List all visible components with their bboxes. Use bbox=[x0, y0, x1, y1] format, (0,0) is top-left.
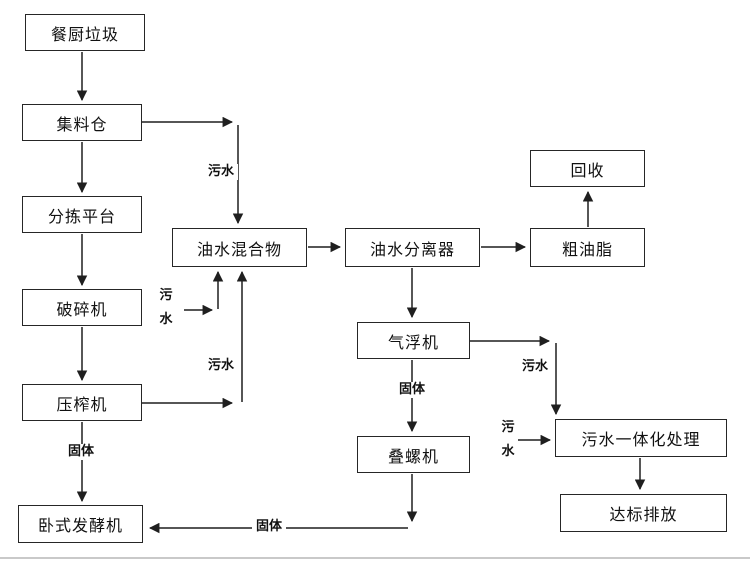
node-discharge: 达标排放 bbox=[560, 494, 727, 532]
page-bottom-border bbox=[0, 557, 750, 559]
node-sorting-platform: 分拣平台 bbox=[22, 196, 142, 233]
node-air-flotation: 气浮机 bbox=[357, 322, 470, 359]
edge-label-solid-flotation: 固体 bbox=[394, 382, 430, 398]
node-oil-water-separator: 油水分离器 bbox=[345, 228, 480, 267]
edge-label-sewage-crusher: 污水 bbox=[156, 284, 176, 332]
node-screw-press: 叠螺机 bbox=[357, 436, 470, 473]
node-crusher: 破碎机 bbox=[22, 289, 142, 326]
edge-label-sewage-collectionbin: 污水 bbox=[204, 164, 238, 180]
edge-label-sewage-press: 污水 bbox=[204, 358, 238, 374]
node-collection-bin: 集料仓 bbox=[22, 104, 142, 141]
node-sewage-treatment: 污水一体化处理 bbox=[555, 419, 727, 457]
edge-label-solid-screwpress: 固体 bbox=[252, 519, 286, 535]
edge-label-sewage-flotation: 污水 bbox=[518, 359, 552, 375]
node-horizontal-fermenter: 卧式发酵机 bbox=[18, 505, 143, 543]
node-kitchen-waste: 餐厨垃圾 bbox=[25, 14, 145, 51]
node-crude-grease: 粗油脂 bbox=[530, 228, 645, 267]
node-oil-water-mixture: 油水混合物 bbox=[172, 228, 307, 267]
edge-label-sewage-screwpress: 污水 bbox=[498, 416, 518, 464]
node-press: 压榨机 bbox=[22, 384, 142, 421]
node-recycle: 回收 bbox=[530, 150, 645, 187]
edge-label-solid-press: 固体 bbox=[64, 444, 98, 460]
